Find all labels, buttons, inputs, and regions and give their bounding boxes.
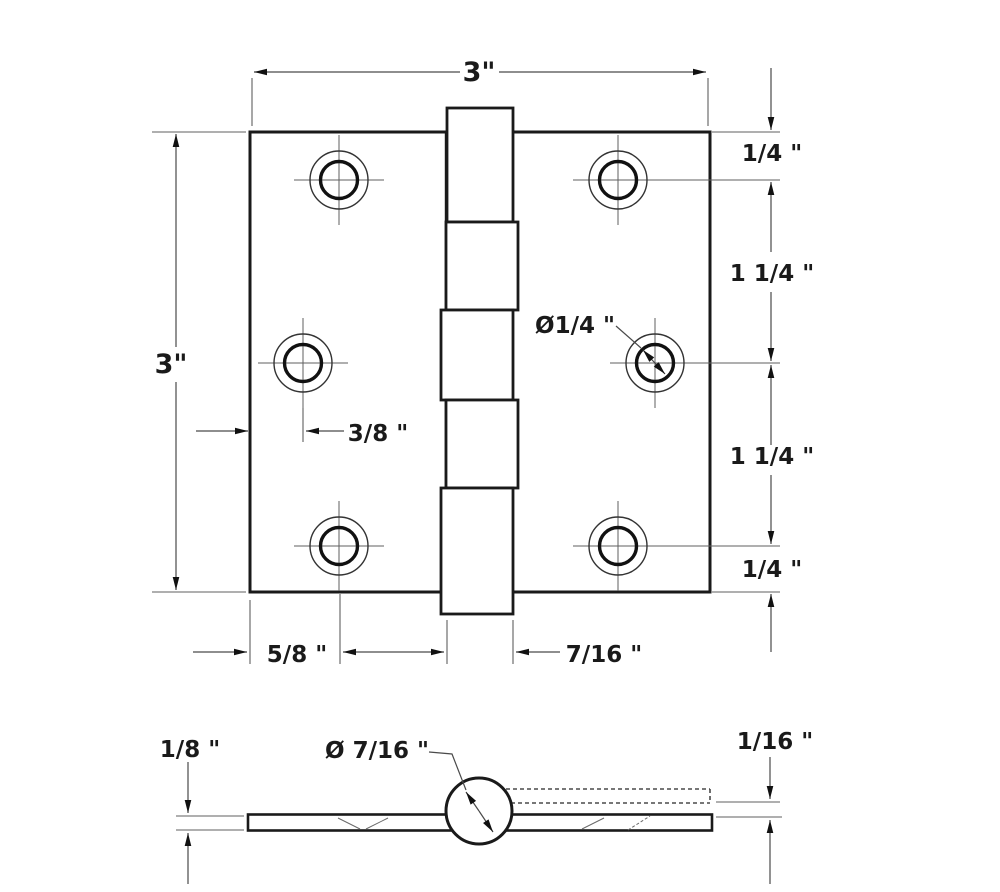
knuckle-5 bbox=[439, 486, 515, 616]
diameter-arrow bbox=[653, 361, 666, 375]
left-height-label: 3" bbox=[155, 349, 188, 380]
hole-countersink bbox=[625, 333, 685, 393]
hole-countersink bbox=[309, 150, 369, 210]
hole-bore bbox=[318, 159, 360, 201]
hole-middle-right bbox=[610, 318, 700, 408]
dashed-open-leaf bbox=[506, 788, 711, 804]
right-leaf-edge-view bbox=[494, 813, 714, 832]
hole-countersink bbox=[273, 333, 333, 393]
leaf-offset-label: 1/16 " bbox=[737, 729, 813, 755]
dimension-bottom-row: 5/8 " 7/16 " bbox=[193, 594, 642, 668]
hole-bottom-right bbox=[573, 501, 663, 591]
hatch-mark bbox=[581, 817, 605, 830]
diameter-arrow bbox=[642, 349, 655, 363]
bottom-margin-label: 1/4 " bbox=[742, 557, 802, 583]
hole-bore bbox=[634, 342, 676, 384]
dimension-hole-offset: 3/8 " bbox=[196, 408, 408, 447]
dimension-right-stack: 1/4 " 1 1/4 " 1 1/4 " 1/4 " bbox=[663, 68, 814, 652]
hatch-mark bbox=[337, 817, 361, 830]
knuckle-1 bbox=[445, 106, 515, 224]
hole-bore bbox=[597, 525, 639, 567]
barrel-diameter-label: Ø 7/16 " bbox=[325, 738, 429, 764]
knuckle-2 bbox=[444, 220, 520, 312]
dimension-top-width: 3" bbox=[251, 57, 709, 126]
knuckle-4 bbox=[444, 398, 520, 490]
hole-middle-left bbox=[258, 318, 348, 408]
side-view: Ø 7/16 " 1/8 " 1/16 " bbox=[160, 729, 813, 884]
lower-span-label: 1 1/4 " bbox=[730, 444, 814, 470]
hatch-mark bbox=[627, 815, 651, 831]
corner-hole-inset-label: 5/8 " bbox=[267, 642, 327, 668]
left-leaf-edge-view bbox=[246, 813, 464, 832]
callout-hole-diameter: Ø1/4 " bbox=[535, 313, 666, 375]
hole-countersink bbox=[588, 516, 648, 576]
hole-top-left bbox=[294, 135, 384, 225]
leaf-thickness-label: 1/8 " bbox=[160, 737, 220, 763]
hole-bore bbox=[597, 159, 639, 201]
hole-diameter-label: Ø1/4 " bbox=[535, 313, 615, 339]
dimension-leaf-offset: 1/16 " bbox=[716, 729, 813, 884]
diameter-arrow bbox=[465, 791, 480, 812]
hole-top-right bbox=[573, 135, 663, 225]
hole-bore bbox=[318, 525, 360, 567]
dimension-left-height: 3" bbox=[152, 131, 246, 593]
upper-span-label: 1 1/4 " bbox=[730, 261, 814, 287]
diameter-arrow bbox=[478, 810, 494, 833]
leader-line bbox=[428, 751, 467, 791]
knuckle-width-label: 7/16 " bbox=[566, 642, 642, 668]
knuckle-3 bbox=[439, 308, 515, 402]
hole-bore bbox=[282, 342, 324, 384]
hole-bottom-left bbox=[294, 501, 384, 591]
hatch-mark bbox=[365, 817, 389, 830]
top-width-label: 3" bbox=[463, 57, 496, 88]
top-margin-label: 1/4 " bbox=[742, 141, 802, 167]
callout-barrel-diameter: Ø 7/16 " bbox=[325, 738, 494, 833]
hole-offset-label: 3/8 " bbox=[348, 421, 408, 447]
top-view: 3" 3" 1/4 " 1 1/4 " 1 1/4 " 1/4 " bbox=[152, 57, 814, 668]
hole-countersink bbox=[588, 150, 648, 210]
dimension-leaf-thickness: 1/8 " bbox=[160, 737, 244, 884]
hole-countersink bbox=[309, 516, 369, 576]
leader-line bbox=[615, 325, 642, 349]
